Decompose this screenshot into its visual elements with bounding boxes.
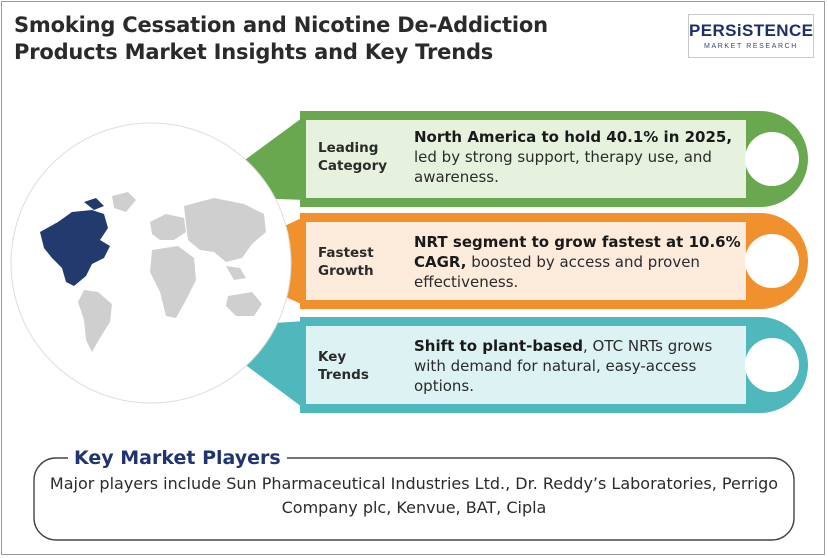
players-box (33, 457, 795, 541)
label-fastest-growth-line2: Growth (318, 263, 374, 279)
detail-leading-category: led by strong support, therapy use, and … (414, 148, 712, 186)
page-title: Smoking Cessation and Nicotine De-Addict… (14, 12, 634, 66)
label-key-trends-line1: Key (318, 349, 347, 365)
card-key-trends-dot (745, 338, 799, 392)
highlight-fastest-growth: NRT segment to grow fastest at 10.6% CAG… (414, 233, 741, 271)
logo-tagline: MARKET RESEARCH (704, 43, 798, 50)
players-list: Major players include Sun Pharmaceutical… (49, 474, 779, 517)
card-key-trends-inner (306, 326, 746, 404)
brand-logo: PERSiSTENCE MARKET RESEARCH (688, 14, 814, 58)
label-key-trends-line2: Trends (318, 367, 369, 383)
world-map-icon (40, 192, 266, 352)
label-key-trends: Key Trends (318, 348, 402, 384)
detail-key-trends: , OTC NRTs grows with demand for natural… (414, 337, 713, 395)
card-fastest-growth-inner (306, 222, 746, 300)
label-leading-category: Leading Category (318, 139, 402, 175)
detail-fastest-growth: boosted by access and proven effectivene… (414, 253, 700, 291)
logo-wordmark: PERSiSTENCE (689, 21, 814, 40)
title-line-2: Products Market Insights and Key Trends (14, 40, 494, 64)
text-leading-category: North America to hold 40.1% in 2025, led… (414, 127, 744, 187)
card-fastest-growth-dot (745, 234, 799, 288)
highlight-key-trends: Shift to plant-based (414, 337, 584, 355)
label-fastest-growth-line1: Fastest (318, 245, 374, 261)
label-leading-category-line1: Leading (318, 140, 379, 156)
players-heading: Key Market Players (68, 446, 287, 470)
label-leading-category-line2: Category (318, 158, 388, 174)
text-key-trends: Shift to plant-based, OTC NRTs grows wit… (414, 336, 744, 396)
title-line-1: Smoking Cessation and Nicotine De-Addict… (14, 13, 548, 37)
card-leading-category-inner (306, 120, 746, 198)
card-leading-category-dot (745, 132, 799, 186)
label-fastest-growth: Fastest Growth (318, 244, 402, 280)
text-fastest-growth: NRT segment to grow fastest at 10.6% CAG… (414, 232, 744, 292)
highlight-leading-category: North America to hold 40.1% in 2025, (414, 128, 733, 146)
